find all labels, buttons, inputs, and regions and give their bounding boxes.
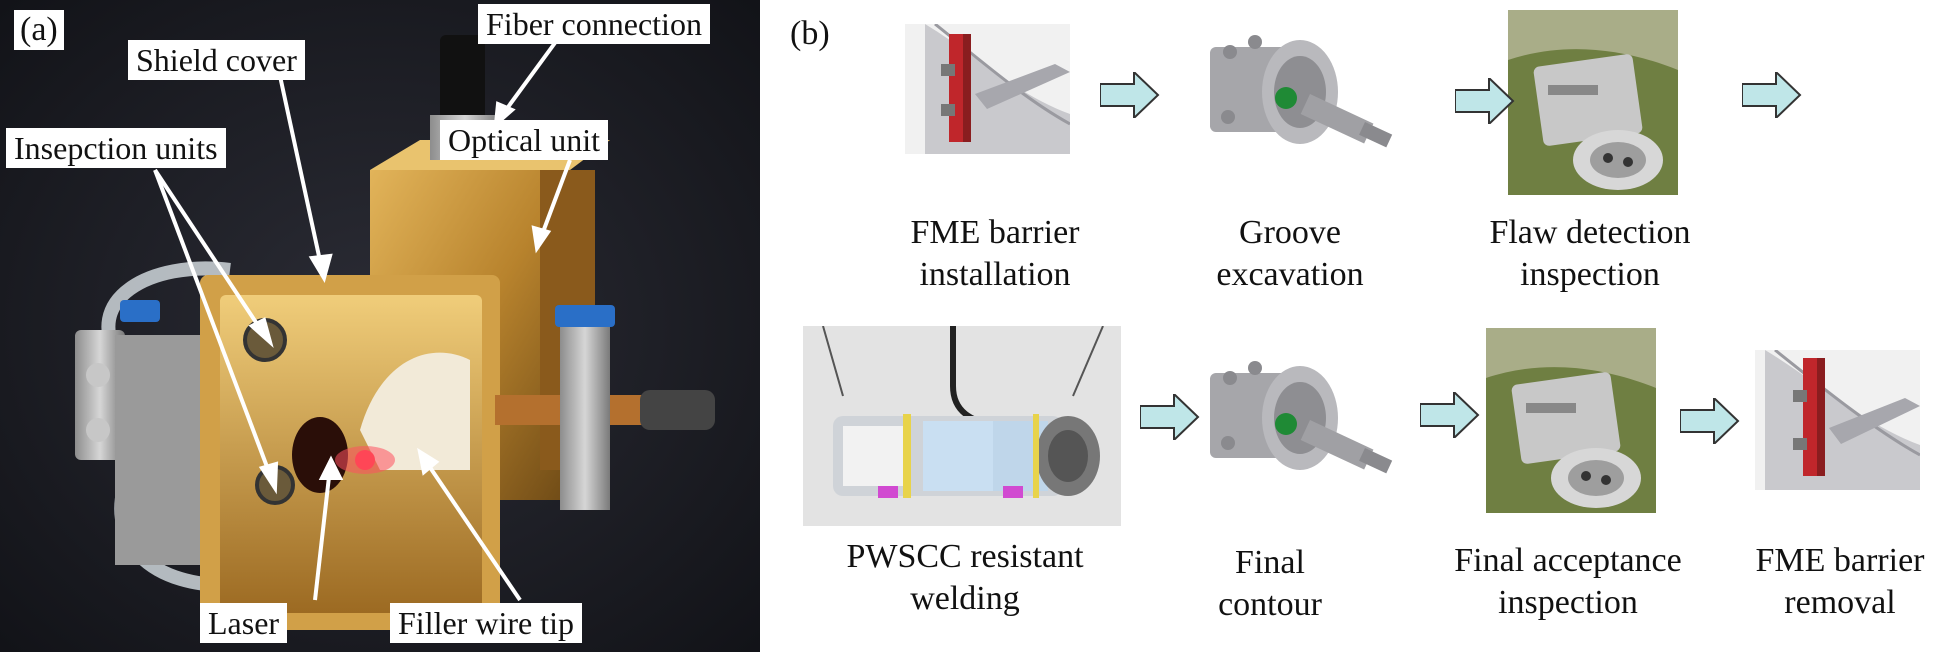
- step-6-line-1: Final acceptance: [1454, 542, 1682, 579]
- flow-arrow-6: [1680, 398, 1740, 444]
- step-1-line-1: FME barrier: [910, 214, 1080, 251]
- step-7-line-1: FME barrier: [1755, 542, 1925, 579]
- step-label-final-acceptance-inspection: Final acceptance inspection: [1418, 540, 1718, 624]
- flow-arrow-1: [1100, 72, 1160, 118]
- step-label-fme-barrier-installation: FME barrier installation: [845, 212, 1145, 296]
- callout-filler-wire-tip: Filler wire tip: [390, 603, 582, 643]
- panel-a-tag: (a): [14, 10, 64, 50]
- callout-fiber-connection: Fiber connection: [478, 4, 710, 44]
- step-3-line-2: inspection: [1520, 256, 1660, 293]
- flow-arrow-4: [1140, 394, 1200, 440]
- welding-head-illustration: [0, 0, 760, 652]
- step-label-groove-excavation: Groove excavation: [1140, 212, 1440, 296]
- step-3-line-1: Flaw detection: [1489, 214, 1691, 251]
- step-5-line-2: contour: [1218, 586, 1322, 623]
- step-label-flaw-detection-inspection: Flaw detection inspection: [1440, 212, 1740, 296]
- step-7-line-2: removal: [1784, 584, 1896, 621]
- step-2-line-1: Groove: [1239, 214, 1341, 251]
- flow-arrow-5: [1420, 392, 1480, 438]
- callout-shield-cover: Shield cover: [128, 40, 305, 80]
- step-4-line-1: PWSCC resistant: [846, 538, 1084, 575]
- flow-arrow-2: [1455, 78, 1515, 124]
- fme-barrier-removal-render: [1755, 350, 1920, 490]
- final-acceptance-inspection-render: [1486, 328, 1656, 513]
- step-1-line-2: installation: [919, 256, 1071, 293]
- callout-laser: Laser: [200, 603, 288, 643]
- step-label-fme-barrier-removal: FME barrier removal: [1690, 540, 1958, 624]
- final-contour-render: [1200, 348, 1400, 508]
- callout-inspection-units: Insepction units: [6, 128, 226, 168]
- callout-optical-unit: Optical unit: [440, 120, 608, 160]
- groove-excavation-render: [1200, 22, 1400, 182]
- flaw-detection-inspection-render: [1508, 10, 1678, 195]
- flow-arrow-3: [1742, 72, 1802, 118]
- step-5-line-1: Final: [1235, 544, 1305, 581]
- step-label-final-contour: Final contour: [1120, 542, 1420, 626]
- step-4-line-2: welding: [910, 580, 1020, 617]
- step-6-line-2: inspection: [1498, 584, 1638, 621]
- welding-head-photo: (a) Fiber connection Shield cover Insepc…: [0, 0, 760, 652]
- fme-barrier-installation-render: [905, 24, 1070, 154]
- pwscc-resistant-welding-render: [803, 326, 1121, 526]
- step-2-line-2: excavation: [1216, 256, 1364, 293]
- panel-b-tag: (b): [790, 15, 830, 52]
- step-label-pwscc-resistant-welding: PWSCC resistant welding: [815, 536, 1115, 620]
